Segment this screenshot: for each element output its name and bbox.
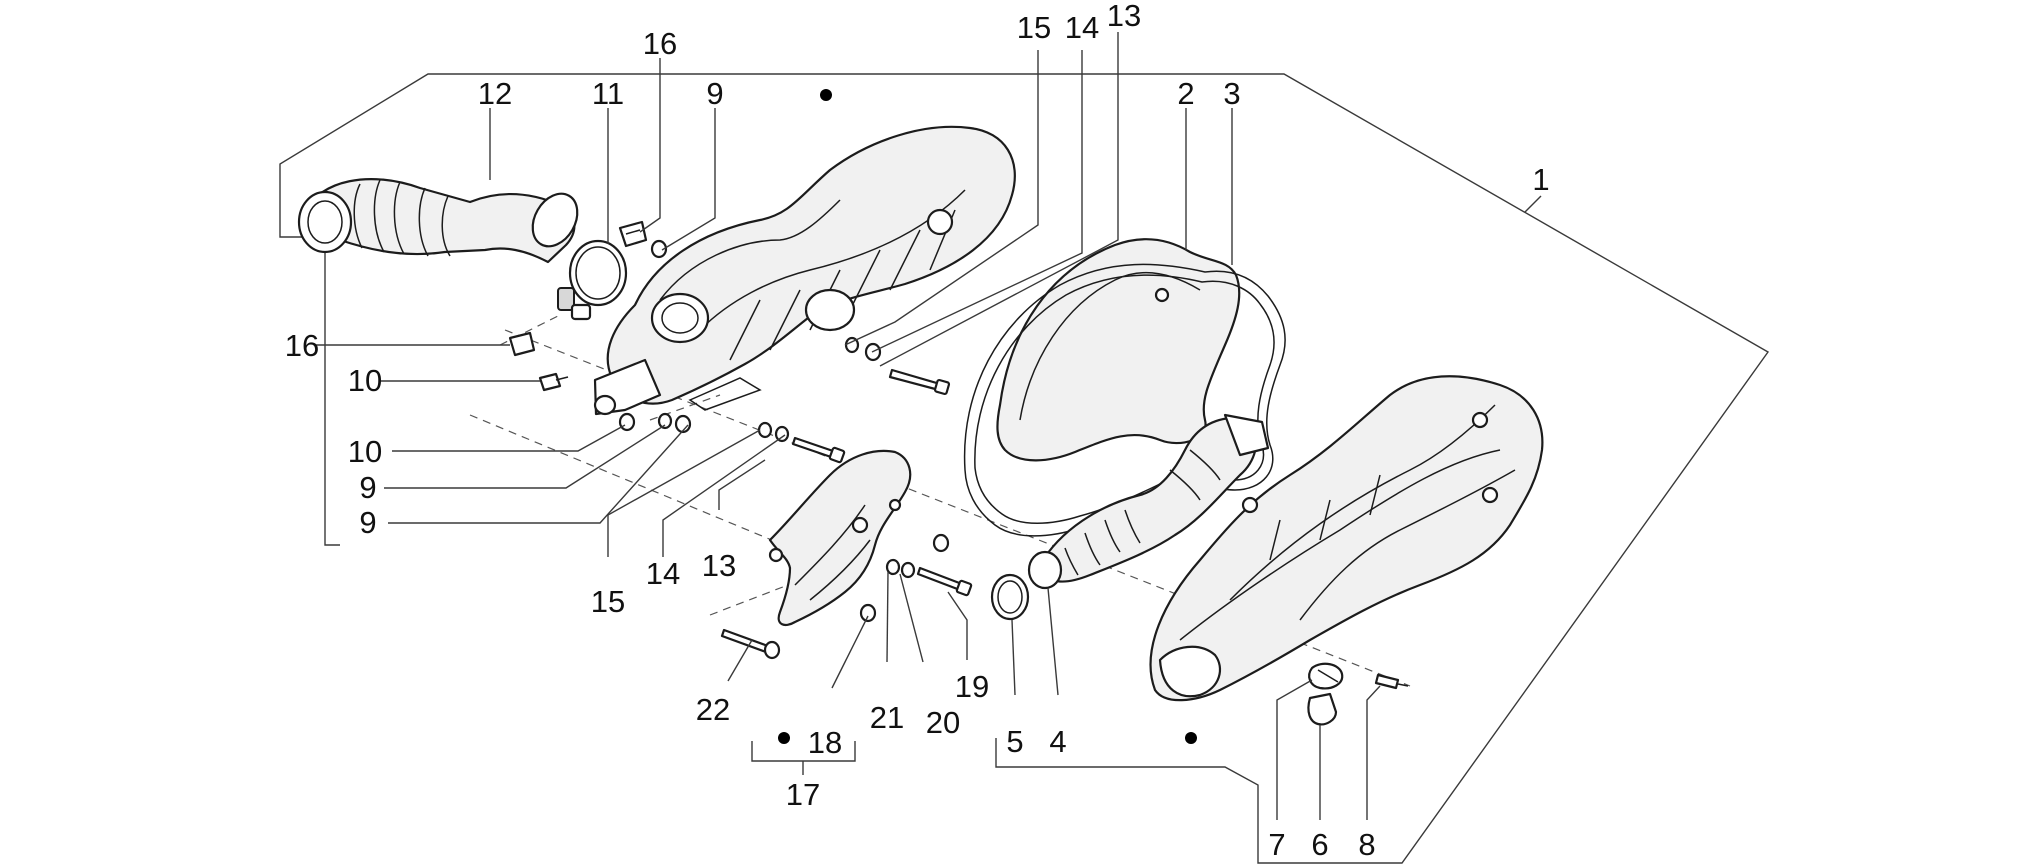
- leader-lines: [315, 32, 1542, 820]
- washer-18: [859, 603, 877, 623]
- callout-12: 12: [478, 76, 512, 111]
- callout-15-top: 15: [1017, 10, 1051, 45]
- callout-8: 8: [1358, 827, 1375, 862]
- callout-10-low: 10: [348, 434, 382, 469]
- callout-18: 18: [808, 725, 842, 760]
- reference-dot-lower-left: [778, 732, 790, 744]
- bolt-13-lower: [757, 421, 846, 464]
- drain-clip: [1308, 662, 1344, 690]
- callout-9-mid: 9: [359, 470, 376, 505]
- air-box-lower-housing: [1149, 375, 1544, 702]
- air-box-upper-housing: [593, 125, 1016, 416]
- clip-upper: [618, 220, 648, 248]
- callout-17: 17: [786, 777, 820, 812]
- clip-lower: [508, 331, 536, 357]
- callout-9-low: 9: [359, 505, 376, 540]
- bolt-upper: [844, 336, 951, 396]
- callout-16-left: 16: [285, 328, 319, 363]
- screw-10-upper: [538, 372, 569, 392]
- callout-4: 4: [1049, 724, 1066, 759]
- callout-11: 11: [592, 76, 624, 111]
- callout-20: 20: [926, 705, 960, 740]
- drain-cap: [1307, 692, 1338, 726]
- callout-13-top: 13: [1107, 0, 1141, 33]
- callout-labels: 1 2 3 4 5 6 7 8 9 9 9 10 10 11 12 13 13 …: [285, 0, 1550, 862]
- callout-3: 3: [1223, 76, 1240, 111]
- callout-6: 6: [1311, 827, 1328, 862]
- reference-dot-lower-right: [1185, 732, 1197, 744]
- callout-14-top: 14: [1065, 10, 1099, 45]
- washer-right-bracket: [932, 533, 950, 553]
- callout-22: 22: [696, 692, 730, 727]
- callout-1: 1: [1532, 162, 1549, 197]
- washer-9-upper: [650, 239, 668, 259]
- callout-7: 7: [1268, 827, 1285, 862]
- callout-5: 5: [1006, 724, 1023, 759]
- intake-hose: [297, 178, 579, 264]
- callout-2: 2: [1177, 76, 1194, 111]
- callout-10-top: 10: [348, 363, 382, 398]
- mounting-bracket: [768, 449, 912, 626]
- callout-15-low: 15: [591, 584, 625, 619]
- washers-20-21: [885, 558, 916, 579]
- callout-16-top: 16: [643, 26, 677, 61]
- reference-dot-upper: [820, 89, 832, 101]
- bolt-22: [720, 628, 781, 660]
- callout-9-top: 9: [706, 76, 723, 111]
- bolt-19: [916, 566, 973, 597]
- callout-13-low: 13: [702, 548, 736, 583]
- ring-clamp: [990, 573, 1030, 621]
- hose-clamp: [557, 239, 628, 321]
- callout-21: 21: [870, 700, 904, 735]
- callout-19: 19: [955, 669, 989, 704]
- callout-14-low: 14: [646, 556, 680, 591]
- inlet-duct: [1027, 413, 1270, 590]
- washer-9-lower: [618, 412, 692, 434]
- drain-screw: [1374, 673, 1409, 690]
